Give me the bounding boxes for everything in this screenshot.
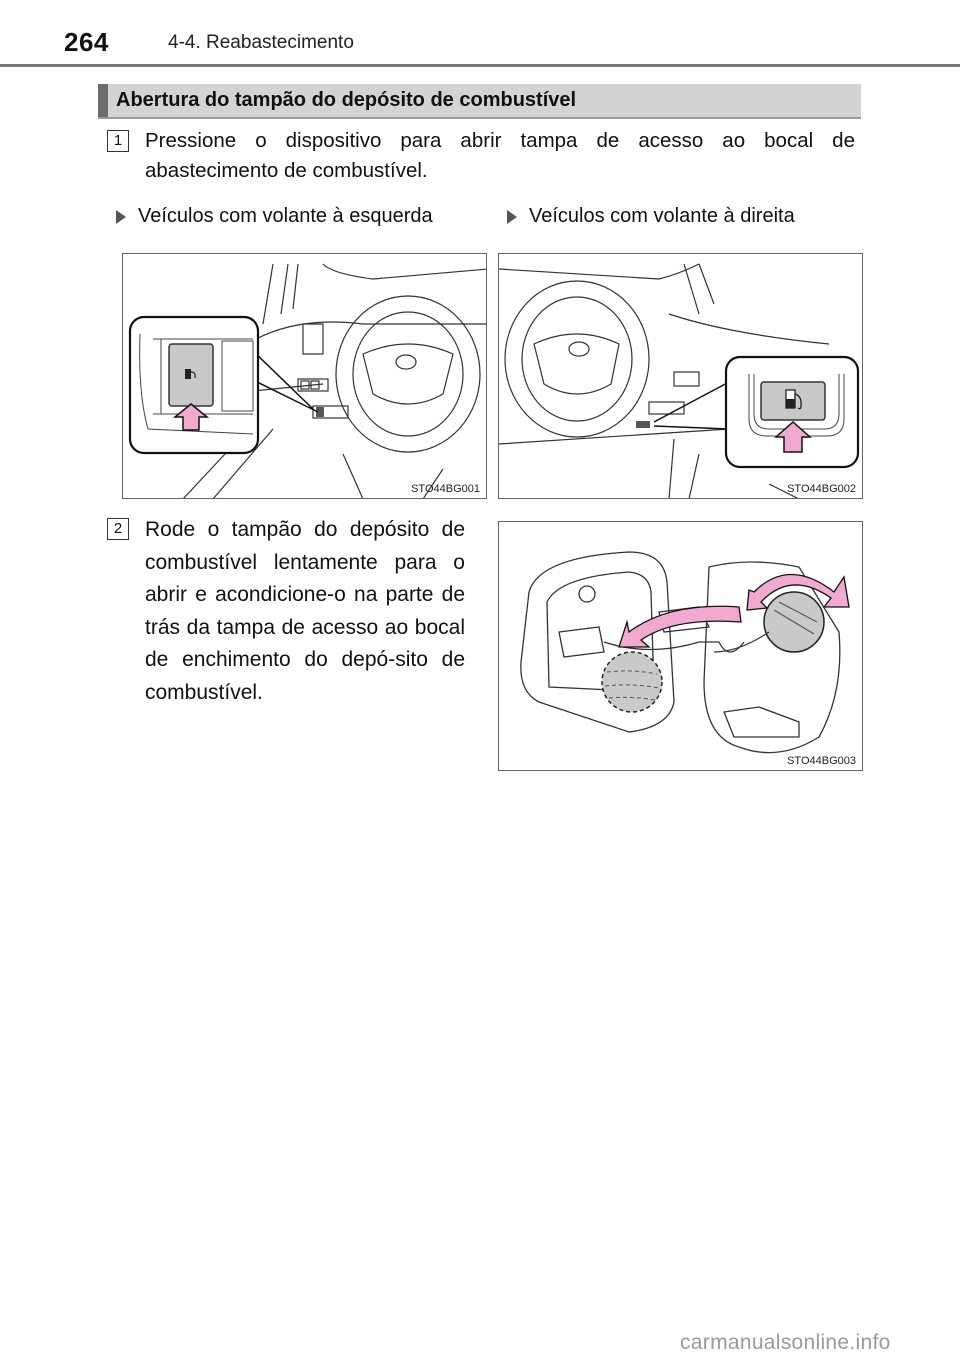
lhd-dashboard-illustration (128, 263, 486, 498)
press-arrow-icon (172, 403, 210, 431)
section-heading-bar: Abertura do tampão do depósito de combus… (98, 84, 861, 119)
chapter-title: 4-4. Reabastecimento (168, 32, 354, 53)
figure-code: STO44BG002 (787, 483, 856, 495)
header-divider (0, 64, 960, 67)
fuel-pump-icon (785, 389, 802, 410)
page-header: 264 4-4. Reabastecimento (0, 0, 960, 68)
triangle-bullet-icon (507, 209, 517, 224)
section-title: Abertura do tampão do depósito de combus… (116, 89, 577, 111)
figure-code: STO44BG003 (787, 755, 856, 767)
variant-lhd-text: Veículos com volante à esquerda (138, 205, 433, 227)
fuel-door-switch-small (636, 421, 650, 428)
step-2-text: Rode o tampão do depósito de combustível… (145, 518, 465, 704)
variant-lhd-label: Veículos com volante à esquerda (116, 205, 433, 228)
page-number: 264 (64, 27, 109, 57)
press-arrow-icon (774, 420, 812, 453)
fuel-pump-icon (185, 369, 196, 379)
rhd-dashboard-illustration (499, 263, 860, 498)
step-number-1: 1 (107, 130, 129, 152)
figure-lhd-dashboard: STO44BG001 (122, 253, 487, 499)
step-1-text: Pressione o dispositivo para abrir tampa… (145, 129, 855, 182)
figure-code: STO44BG001 (411, 483, 480, 495)
filler-neck-body (703, 561, 841, 754)
fuel-cap-illustration (520, 551, 850, 754)
rotate-arrow-icon (746, 573, 850, 611)
variant-rhd-text: Veículos com volante à direita (529, 205, 795, 227)
variant-rhd-label: Veículos com volante à direita (507, 205, 795, 228)
watermark: carmanualsonline.info (680, 1331, 891, 1354)
figure-fuel-cap: STO44BG003 (498, 521, 863, 771)
figure-rhd-dashboard: STO44BG002 (498, 253, 863, 499)
fuel-cap-stored (601, 651, 663, 713)
fuel-door-switch-small (316, 407, 324, 417)
triangle-bullet-icon (116, 209, 126, 224)
fuel-door-panel (520, 551, 675, 733)
move-arrow-icon (618, 605, 742, 648)
step-number-2: 2 (107, 518, 129, 540)
